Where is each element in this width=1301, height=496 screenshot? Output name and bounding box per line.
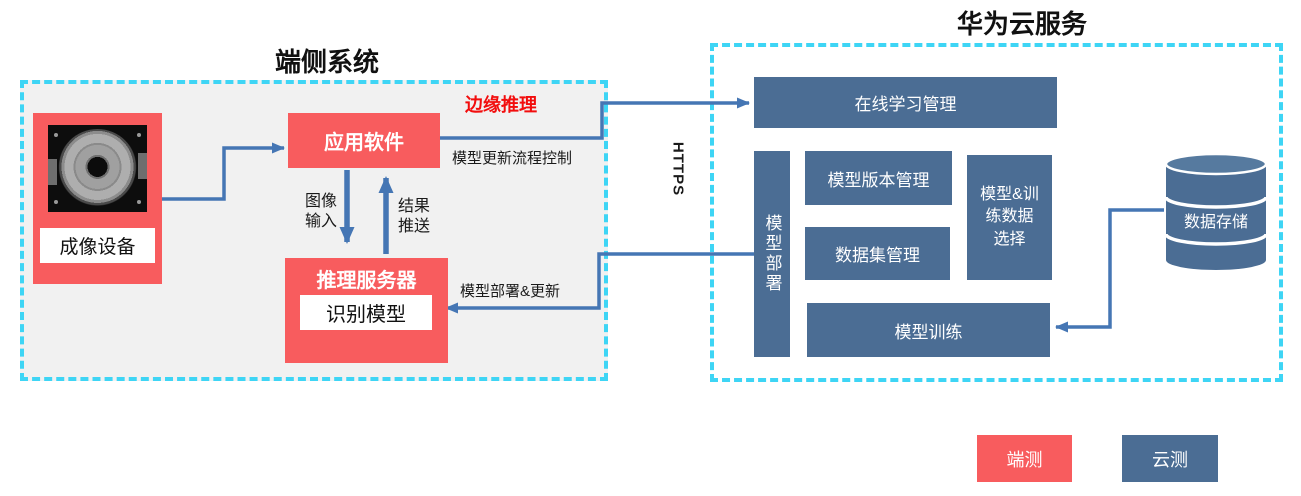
camera-screw	[137, 200, 141, 204]
data-storage-label: 数据存储	[1183, 214, 1248, 231]
result-push-label: 结果推送	[397, 198, 430, 235]
huawei-cloud-title: 华为云服务	[956, 9, 1088, 39]
camera-screw	[137, 133, 141, 137]
image-input-label: 图像输入	[304, 193, 337, 230]
legend-device-side: 端测	[977, 435, 1072, 482]
database-cylinder-icon	[1164, 152, 1268, 270]
model-training-box: 模型训练	[807, 303, 1050, 357]
camera-lens-donut	[58, 129, 137, 208]
camera-mount-right	[138, 153, 147, 179]
device-system-title: 端侧系统	[274, 47, 380, 77]
model-deployment-box: 模型部署	[754, 151, 790, 357]
online-learning-management-box: 在线学习管理	[754, 77, 1057, 128]
legend-cloud-side: 云测	[1122, 435, 1218, 482]
model-deployment-label: 模型部署	[762, 214, 782, 294]
model-version-management-box: 模型版本管理	[805, 151, 952, 205]
model-training-data-selection-label: 模型&训练数据选择	[980, 185, 1039, 248]
model-update-flow-label: 模型更新流程控制	[452, 150, 573, 167]
camera-screw	[54, 200, 58, 204]
application-software-box: 应用软件	[288, 113, 440, 168]
edge-inference-label: 边缘推理	[465, 95, 537, 115]
camera-device-image	[48, 125, 147, 212]
inference-server-label: 推理服务器	[316, 270, 417, 292]
https-label: HTTPS	[669, 141, 687, 197]
camera-mount-left	[48, 159, 57, 185]
inference-server-box: 推理服务器 识别模型	[285, 258, 448, 363]
dataset-management-box: 数据集管理	[805, 227, 950, 280]
data-storage-database: 数据存储	[1164, 152, 1268, 272]
recognition-model-box: 识别模型	[300, 295, 432, 330]
camera-screw	[54, 133, 58, 137]
model-training-data-selection-box: 模型&训练数据选择	[967, 155, 1052, 280]
imaging-device-label: 成像设备	[40, 228, 155, 263]
model-deploy-update-label: 模型部署&更新	[460, 283, 561, 300]
